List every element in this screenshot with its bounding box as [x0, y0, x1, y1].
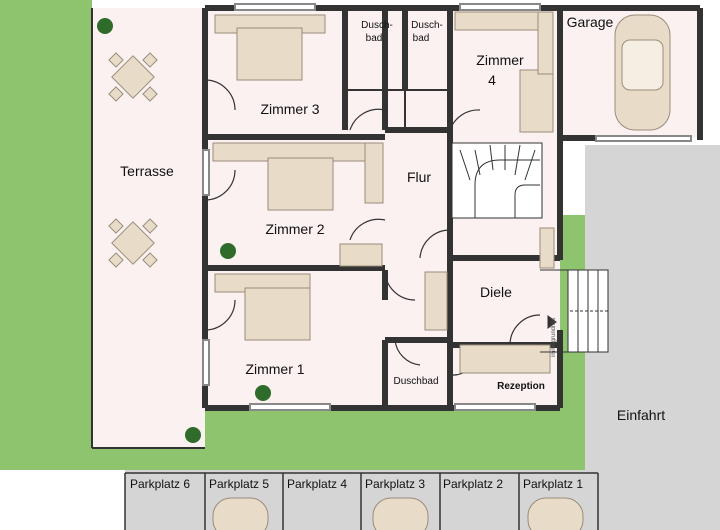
room-label-duschbad-a-line1: Dusch- [361, 20, 393, 31]
terrace-tables [108, 52, 158, 268]
room-label-zimmer-1: Zimmer 1 [245, 361, 305, 377]
room-label-terrasse: Terrasse [120, 163, 174, 179]
parking-label-1: Parkplatz 1 [523, 477, 584, 491]
parking-dividers [124, 472, 599, 530]
room-label-zimmer-3: Zimmer 3 [260, 101, 320, 117]
room-label-zimmer-4-line1: Zimmer [476, 52, 524, 68]
watermark: immogrundriss [551, 317, 557, 357]
room-label-zimmer-2: Zimmer 2 [265, 221, 325, 237]
room-label-diele: Diele [480, 284, 512, 300]
parking-area [125, 470, 600, 530]
parking-label-6: Parkplatz 6 [130, 477, 191, 491]
furniture [212, 11, 555, 374]
parking-cars [212, 497, 584, 530]
staircase [451, 142, 543, 219]
room-label-zimmer-4-line2: 4 [488, 72, 496, 88]
parking-label-5: Parkplatz 5 [209, 477, 270, 491]
room-label-duschbad-a-line2: bad [365, 33, 383, 44]
label-einfahrt: Einfahrt [616, 407, 666, 423]
room-label-duschbad-b-line1: Dusch- [411, 20, 443, 31]
entrance-steps [540, 269, 610, 353]
parking-label-3: Parkplatz 3 [365, 477, 426, 491]
room-label-duschbad-b-line2: bad [412, 33, 430, 44]
door-swings [204, 79, 541, 376]
thin-walls [91, 8, 450, 449]
room-label-duschbad-c: Duschbad [393, 376, 439, 387]
entrance-arrow-icon [547, 315, 557, 329]
parking-label-2: Parkplatz 2 [443, 477, 504, 491]
room-label-garage: Garage [566, 14, 614, 30]
car-icon [614, 14, 671, 131]
plant-icons [97, 18, 271, 443]
room-label-rezeption: Rezeption [497, 381, 545, 392]
windows [202, 3, 692, 411]
lawn-left [0, 0, 92, 470]
room-label-flur: Flur [406, 169, 432, 185]
parking-label-4: Parkplatz 4 [287, 477, 348, 491]
